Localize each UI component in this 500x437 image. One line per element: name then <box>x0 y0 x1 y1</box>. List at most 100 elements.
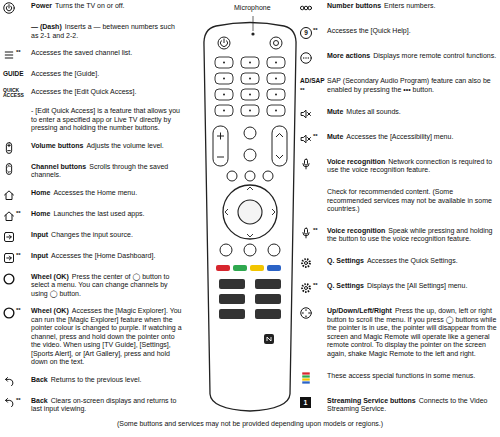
function-text: Accesses the [Home Dashboard]. <box>51 252 155 259</box>
function-text: Returns to the previous level. <box>51 376 142 383</box>
legend-entry: BackReturns to the previous level. <box>3 376 183 388</box>
button-icon <box>3 397 15 409</box>
icon-cell: 9** <box>300 27 327 39</box>
key-dots <box>223 62 277 112</box>
icon-cell <box>3 376 31 388</box>
button-label: AD/SAP <box>300 77 325 84</box>
button-icon <box>300 52 312 64</box>
description: Number buttonsEnters numbers. <box>327 2 497 14</box>
legend-entry: MuteMutes all sounds. <box>300 108 497 120</box>
description: Up/Down/Left/RightPress the up, down, le… <box>327 307 497 358</box>
function-name: — (Dash) <box>31 23 62 30</box>
legend-entry: Voice recognitionNetwork connection is r… <box>300 158 497 175</box>
function-text: Displays more remote control functions. <box>373 52 496 59</box>
caption: (Some buttons and services may not be pr… <box>0 420 500 429</box>
button-symbol <box>3 49 15 61</box>
icon-cell <box>3 23 31 40</box>
function-name: Home <box>31 210 50 217</box>
legend-entry: Channel buttonsScrolls through the saved… <box>3 163 183 180</box>
function-name: Q. Settings <box>327 257 364 264</box>
icon-cell <box>300 2 327 14</box>
button-symbol <box>3 210 15 222</box>
function-name: Home <box>31 189 50 196</box>
button-symbol <box>3 2 15 14</box>
function-name: Up/Down/Left/Right <box>327 307 392 314</box>
color-keys <box>216 265 281 271</box>
button-icon <box>3 49 15 61</box>
icon-cell: ** <box>3 210 31 222</box>
function-text: Accesses the [Guide]. <box>31 70 99 77</box>
footnote-mark: ** <box>16 49 21 55</box>
button-icon <box>300 2 312 14</box>
description: More actionsDisplays more remote control… <box>327 52 497 64</box>
streaming-keys <box>219 279 281 319</box>
icon-cell <box>300 372 327 384</box>
function-name: Wheel (OK) <box>31 273 69 280</box>
icon-cell <box>300 108 327 120</box>
function-name: Back <box>31 376 48 383</box>
function-text: Launches the last used apps. <box>53 210 144 217</box>
description: BackClears on-screen displays and return… <box>31 397 183 414</box>
button-symbol <box>3 397 15 409</box>
function-text: Enters numbers. <box>384 2 435 9</box>
function-name: Mute <box>327 133 343 140</box>
button-icon <box>3 2 15 14</box>
function-text: Accesses the [Magic Explorer]. You can r… <box>31 307 182 365</box>
description: BackReturns to the previous level. <box>31 376 183 388</box>
button-symbol <box>3 231 15 243</box>
function-name: Channel buttons <box>31 163 86 170</box>
button-icon <box>3 252 15 264</box>
button-symbol <box>300 52 312 64</box>
icon-cell <box>3 2 31 14</box>
description: SAP (Secondary Audio Program) feature ca… <box>327 77 497 94</box>
button-icon <box>3 210 15 222</box>
legend-entry: Volume buttonsAdjusts the volume level. <box>3 142 183 154</box>
icon-cell <box>3 273 31 299</box>
description: Voice recognitionNetwork connection is r… <box>327 158 497 175</box>
function-text: Adjusts the volume level. <box>86 142 163 149</box>
description: - [Edit Quick Access] is a feature that … <box>31 107 183 133</box>
icon-cell: ** <box>300 282 327 294</box>
icon-cell: AD/SAP** <box>300 77 327 94</box>
function-text: Check for recommended content. (Some rec… <box>327 188 492 212</box>
legend-entry: Q. SettingsAccesses the Quick Settings. <box>300 257 497 269</box>
function-name: Wheel (OK) <box>31 307 69 314</box>
menu-keys <box>220 244 280 256</box>
description: These access special functions in some m… <box>327 372 497 384</box>
legend-entry: **Voice recognitionSpeak while pressing … <box>300 227 497 244</box>
function-text: Accesses the Quick Settings. <box>367 257 458 264</box>
icon-cell <box>300 188 327 214</box>
function-text: Mutes all sounds. <box>346 108 400 115</box>
button-symbol <box>300 372 312 384</box>
button-symbol <box>3 189 15 201</box>
legend-entry: **InputAccesses the [Home Dashboard]. <box>3 252 183 264</box>
legend-entry: Number buttonsEnters numbers. <box>300 2 497 14</box>
function-name: Voice recognition <box>327 158 385 165</box>
legend-entry: **BackClears on-screen displays and retu… <box>3 397 183 414</box>
legend-entry: QUICK ACCESSAccesses the [Edit Quick Acc… <box>3 88 183 99</box>
description: Accesses the [Edit Quick Access]. <box>31 88 183 99</box>
button-icon <box>300 257 312 269</box>
button-symbol <box>3 376 15 388</box>
function-name: Back <box>31 397 48 404</box>
description: Accesses the [Guide]. <box>31 70 183 79</box>
legend-entry: **Wheel (OK)Accesses the [Magic Explorer… <box>3 307 183 367</box>
description: Q. SettingsAccesses the Quick Settings. <box>327 257 497 269</box>
description: — (Dash)Inserts a — between numbers such… <box>31 23 183 40</box>
function-name: Power <box>31 2 52 9</box>
icon-cell <box>3 163 31 180</box>
legend-entry: These access special functions in some m… <box>300 372 497 384</box>
rocker-keys <box>213 126 287 181</box>
function-name: Mute <box>327 108 343 115</box>
function-text: Accesses the [Accessibility] menu. <box>346 133 453 140</box>
description: InputAccesses the [Home Dashboard]. <box>31 252 183 264</box>
legend-entry: GUIDEAccesses the [Guide]. <box>3 70 183 79</box>
legend-entry: 1Streaming Service buttonsConnects to th… <box>300 397 497 414</box>
function-name: Voice recognition <box>327 227 385 234</box>
icon-cell <box>300 257 327 269</box>
function-name: Input <box>31 231 48 238</box>
leader-line <box>253 16 254 31</box>
description: MuteAccesses the [Accessibility] menu. <box>327 133 497 145</box>
function-name: Number buttons <box>327 2 381 9</box>
icon-cell <box>300 158 327 175</box>
